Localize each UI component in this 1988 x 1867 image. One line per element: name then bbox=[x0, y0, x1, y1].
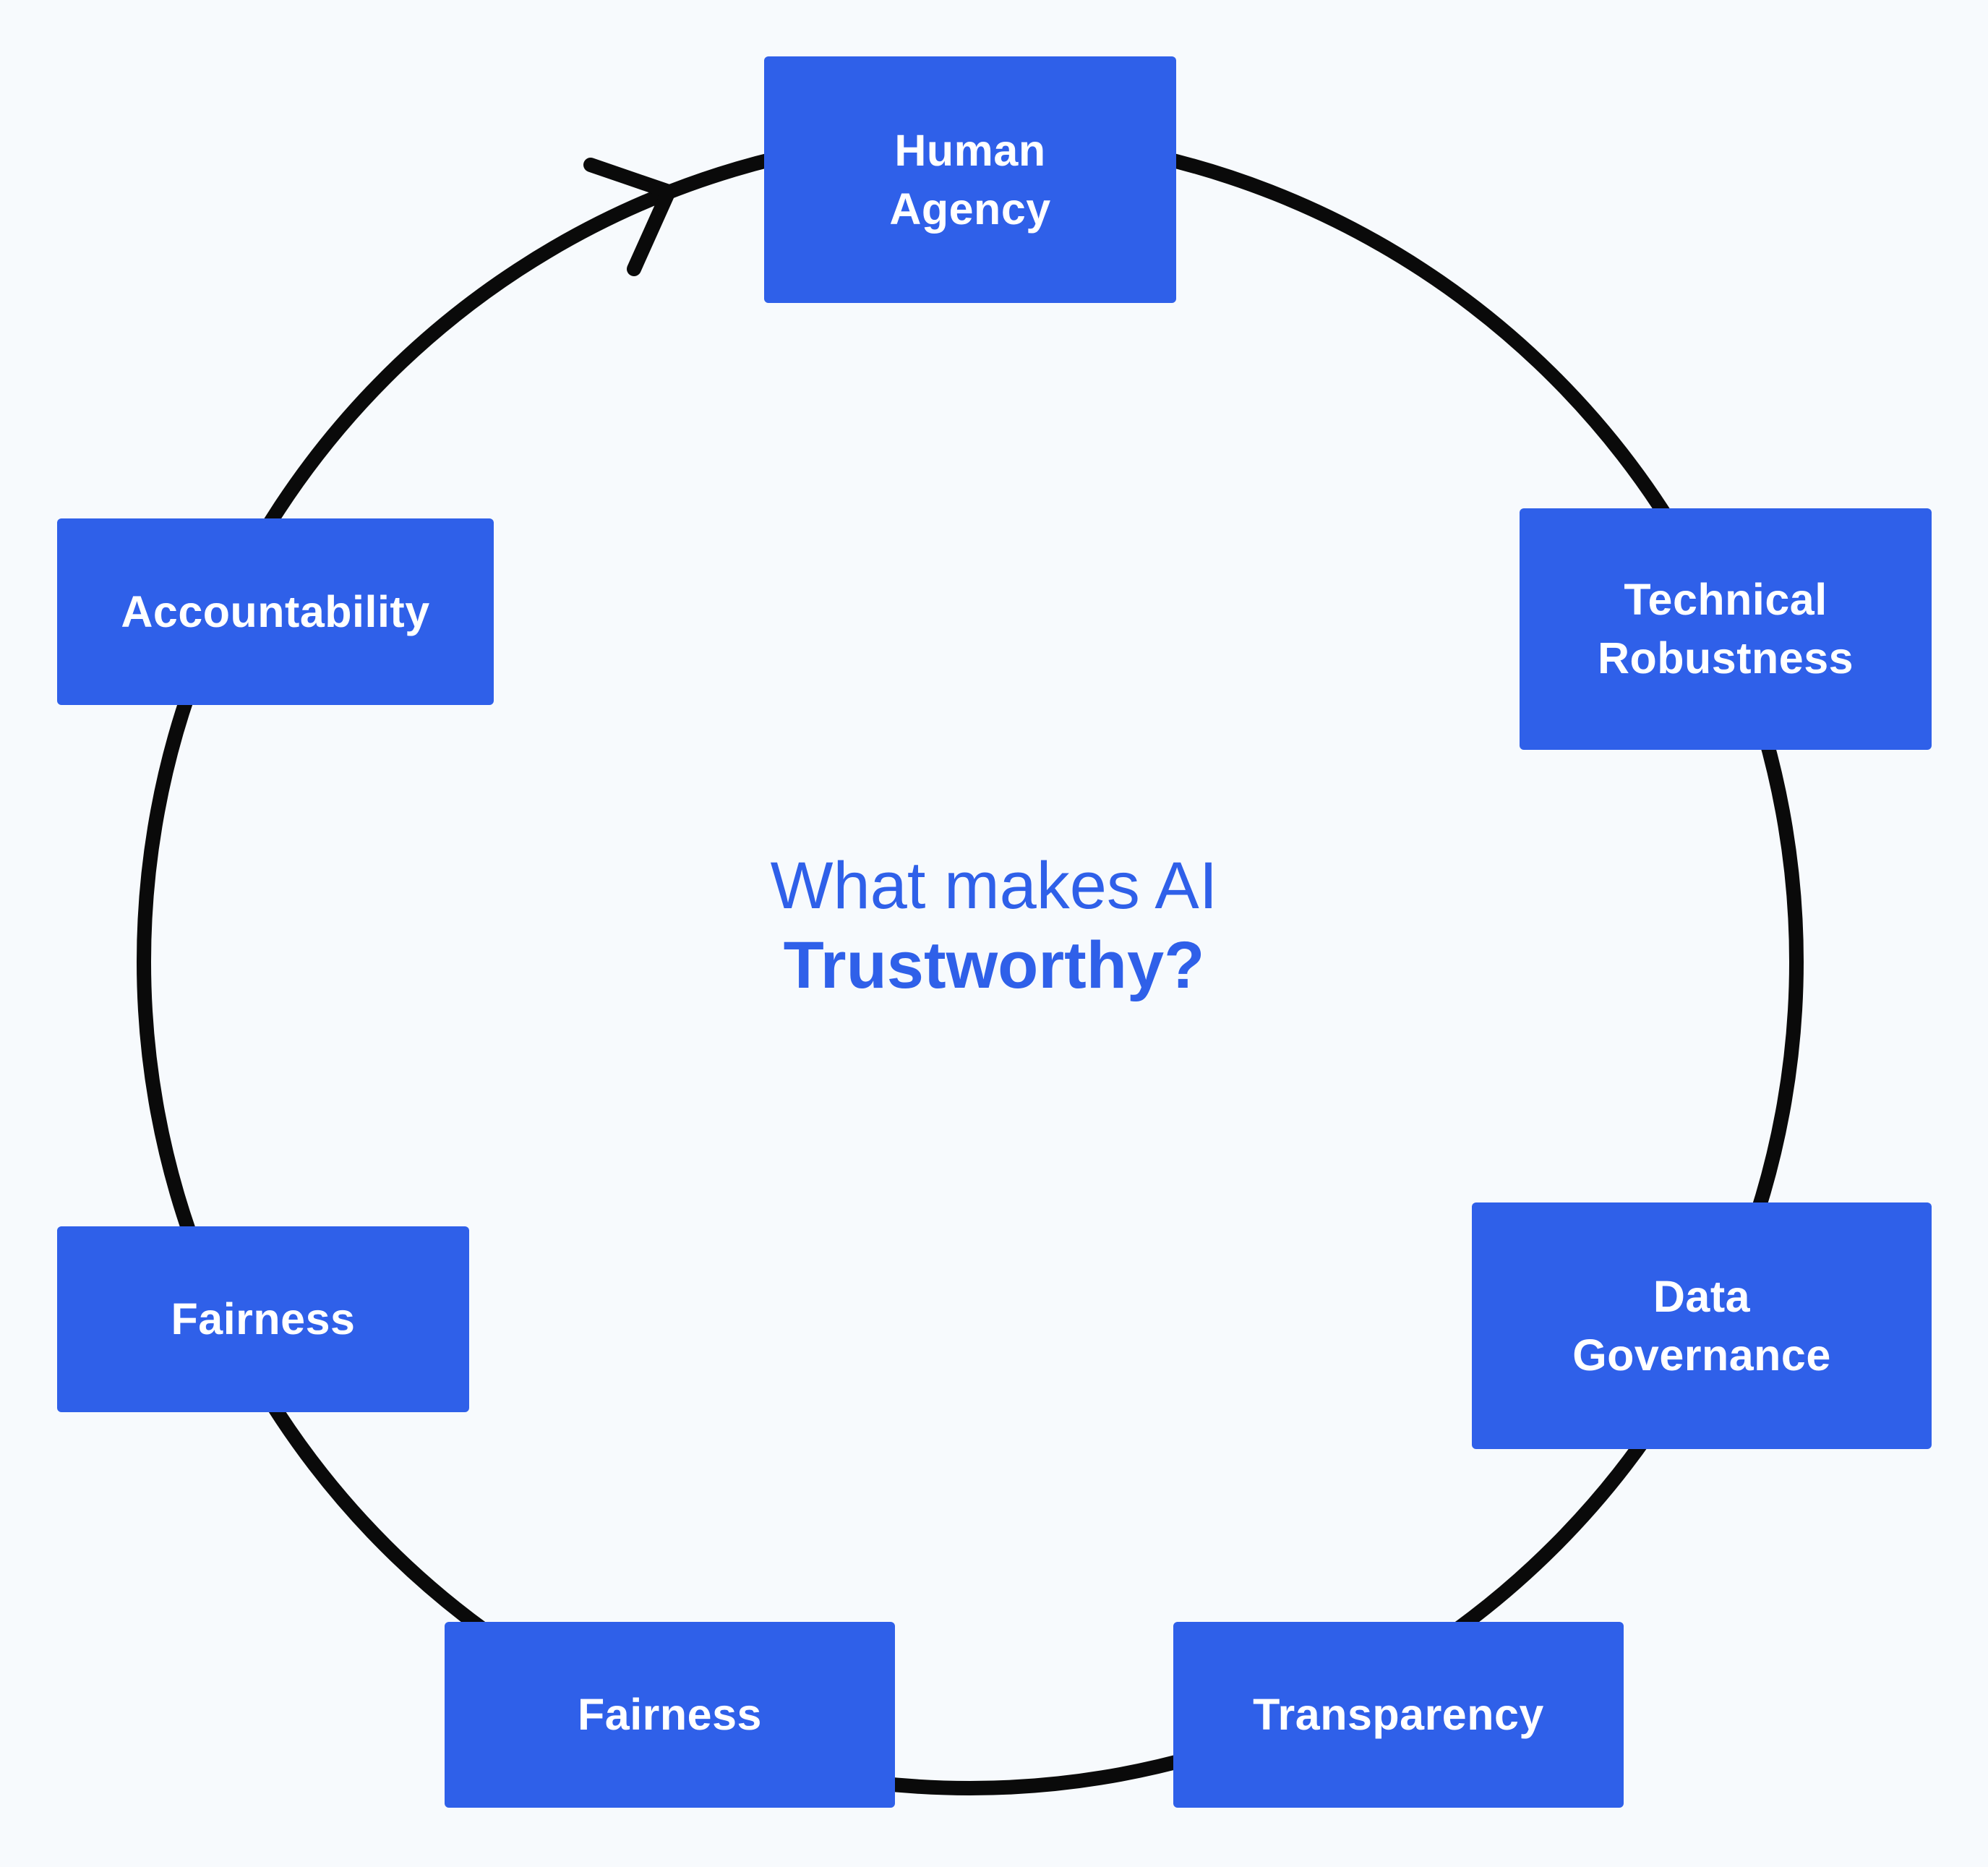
node-data-governance: Data Governance bbox=[1472, 1202, 1932, 1449]
node-transparency: Transparency bbox=[1173, 1622, 1624, 1808]
node-label: Human Agency bbox=[889, 125, 1051, 234]
node-fairness-bottom: Fairness bbox=[445, 1622, 895, 1808]
node-label: Fairness bbox=[578, 1690, 762, 1740]
node-label: Fairness bbox=[171, 1294, 356, 1344]
node-human-agency: Human Agency bbox=[764, 56, 1176, 303]
node-label: Data Governance bbox=[1572, 1271, 1831, 1380]
node-accountability: Accountability bbox=[57, 518, 494, 705]
node-fairness-left: Fairness bbox=[57, 1226, 469, 1412]
title-line-bold: Trustworthy? bbox=[783, 928, 1205, 1003]
node-label: Accountability bbox=[121, 586, 430, 636]
node-label: Technical Robustness bbox=[1597, 575, 1854, 683]
clockwise-arrow-icon bbox=[583, 158, 676, 276]
node-technical-robustness: Technical Robustness bbox=[1520, 508, 1932, 750]
node-label: Transparency bbox=[1253, 1690, 1544, 1740]
title-line-regular: What makes AI bbox=[770, 849, 1218, 923]
diagram-title: What makes AI Trustworthy? bbox=[633, 846, 1355, 1006]
